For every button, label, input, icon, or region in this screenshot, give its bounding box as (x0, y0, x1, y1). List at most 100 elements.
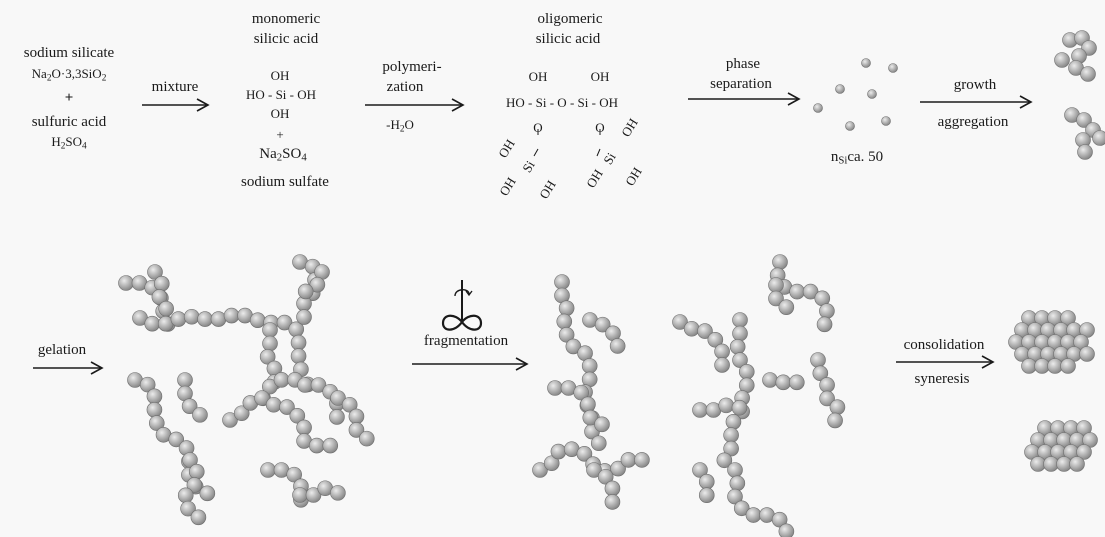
gel-network-particle (330, 485, 346, 501)
fragment-particle (829, 399, 846, 415)
arrow-consolidation (896, 355, 995, 369)
syneresis-label: syneresis (914, 371, 970, 387)
fragment-particle (692, 402, 708, 418)
fragment-particle (723, 440, 739, 457)
oligomer-main-chain: HO - Si - O - Si - OH (506, 95, 618, 110)
gel-network-particle (183, 308, 200, 325)
fragment-particle (582, 409, 599, 426)
plus-sign: + (64, 90, 74, 106)
gel-network-particle (199, 485, 216, 502)
gel-network-particle (118, 275, 134, 291)
gel-network-particle (222, 412, 238, 428)
fragment-particle (716, 452, 733, 469)
fragment-particle (550, 443, 567, 460)
consolidated-particle (1076, 444, 1092, 460)
gel-network-particle (177, 487, 194, 504)
fragment-particle (565, 338, 582, 355)
fragment-particle (810, 352, 826, 368)
gel-network-particle (348, 422, 365, 438)
monomer-oh-bottom: OH (270, 106, 290, 121)
oligomer-bonds (533, 129, 601, 157)
gel-network-particle (262, 378, 278, 395)
gel-network-particle (223, 307, 240, 324)
arrow-fragmentation (412, 357, 529, 371)
gel-network-particle (297, 377, 313, 393)
reactant-sodium-silicate-formula: Na2O·3,3SiO2 (31, 66, 107, 84)
fragment-particle (692, 462, 708, 478)
fragment-particle (586, 462, 602, 478)
small-aggregate (1076, 112, 1092, 128)
polymerization-label-line2: zation (386, 79, 424, 95)
gel-network-particle (180, 500, 196, 517)
consolidated-particle (1079, 346, 1095, 362)
primary-particle (845, 121, 855, 131)
monomer-structure: HO - Si - OH (245, 87, 317, 102)
fragment-particle (634, 452, 650, 468)
fragment-particle (745, 507, 762, 523)
gel-network-particle (348, 408, 365, 425)
fragment-particle (594, 416, 610, 433)
fragment-particle (819, 390, 835, 407)
gel-network-particle (310, 377, 327, 393)
gel-network-particle (276, 314, 293, 331)
gelation-label: gelation (37, 342, 87, 358)
gel-network-particle (260, 462, 276, 478)
small-aggregate (1080, 66, 1096, 82)
gel-network-particle (265, 396, 282, 413)
reactant-sodium-silicate-name: sodium silicate (23, 45, 115, 61)
gel-network-particle (279, 399, 295, 415)
monomer-title-line2: silicic acid (253, 31, 319, 47)
fragment-particle (789, 283, 805, 300)
small-aggregate (1077, 144, 1093, 160)
fragment-particle (604, 480, 621, 497)
gel-network-particle (158, 300, 174, 317)
fragment-particle (558, 326, 575, 343)
gel-network-particle (233, 405, 250, 422)
oligomer-o-left: O (533, 120, 543, 135)
arrow-polymerization (365, 98, 465, 112)
primary-particle (867, 89, 877, 99)
fragment-particle (775, 374, 792, 391)
fragment-particle (556, 313, 573, 330)
gel-network-particle (309, 276, 326, 293)
stirrer-icon (441, 280, 483, 331)
primary-particle (813, 103, 823, 113)
fragment-particle (543, 455, 560, 472)
fragment-particle (698, 473, 715, 490)
fragment-particle (725, 414, 742, 430)
gel-network-particle (330, 390, 346, 406)
consolidated-particle (1069, 456, 1085, 472)
primary-particle (881, 116, 891, 126)
gel-network-particle (188, 463, 205, 480)
gel-network-particle (254, 390, 270, 406)
fragment-particle (718, 397, 734, 414)
gel-network-particle (286, 466, 302, 483)
small-aggregate (1092, 130, 1105, 146)
monomer-plus-sign: + (276, 127, 284, 142)
gel-network-particle (262, 335, 278, 352)
fragment-particle (532, 462, 548, 478)
fragment-particle (768, 277, 784, 293)
gel-network-particle (259, 348, 276, 365)
fragment-particle (727, 488, 743, 505)
gel-network-particle (153, 275, 170, 292)
arrow-phase-separation (688, 92, 801, 106)
fragment-particle (609, 338, 626, 354)
gel-network-particle (192, 407, 208, 423)
fragment-particle (604, 494, 621, 510)
fragment-particle (732, 352, 748, 368)
fragment-particle (729, 338, 746, 355)
gel-network-particle (144, 315, 161, 332)
fragment-particle (729, 475, 746, 492)
fragment-particle (590, 435, 607, 452)
gel-network-particle (296, 419, 312, 436)
gel-network-particle (292, 487, 308, 503)
fragment-particle (597, 468, 614, 485)
fragment-particle (819, 377, 835, 393)
gel-network-particle (289, 407, 306, 424)
fragmentation-label: fragmentation (423, 333, 509, 349)
gel-network-particle (262, 322, 278, 338)
fragment-particle (698, 487, 715, 503)
growth-label: growth (953, 77, 997, 93)
arrow-gelation (33, 361, 104, 375)
